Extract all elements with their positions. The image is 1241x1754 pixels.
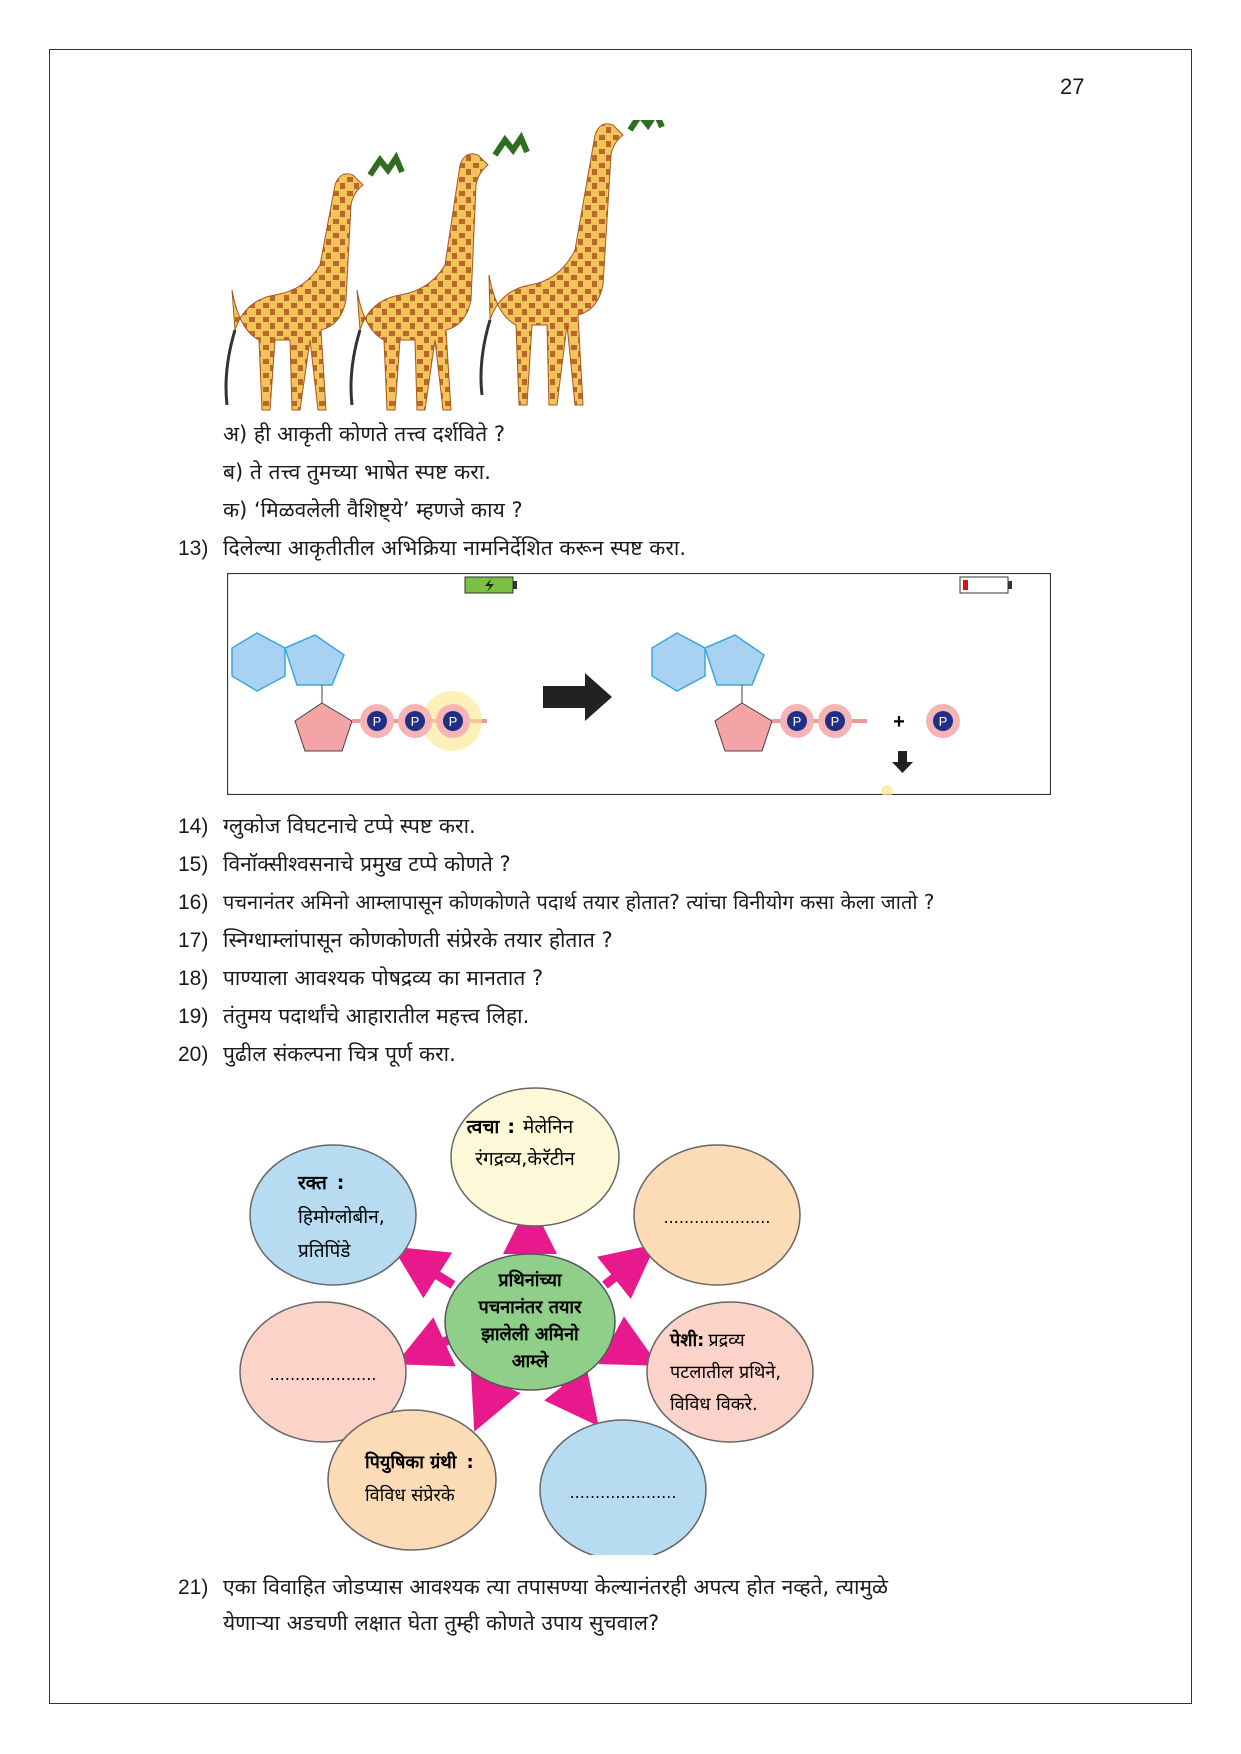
battery-low-icon — [959, 576, 1012, 594]
giraffe-question-c: क) ‘मिळवलेली वैशिष्ट्ये’ म्हणजे काय ? — [223, 498, 523, 522]
svg-text:P: P — [373, 714, 382, 729]
question-text-21: एका विवाहित जोडप्यास आवश्यक त्या तपासण्य… — [223, 1575, 889, 1599]
question-number-17: 17) — [178, 929, 209, 952]
svg-text:P: P — [793, 714, 802, 729]
concept-bubble-blank-left: ..................... — [239, 1301, 407, 1443]
giraffe-short — [224, 151, 405, 411]
giraffe-question-b: ब) ते तत्त्व तुमच्या भाषेत स्पष्ट करा. — [223, 460, 491, 484]
question-number-13: 13) — [178, 537, 209, 560]
question-text-15: विनॉक्सीश्वसनाचे प्रमुख टप्पे कोणते ? — [223, 852, 511, 876]
question-number-18: 18) — [178, 967, 209, 990]
svg-text:विविध संप्रेरके: विविध संप्रेरके — [365, 1484, 456, 1506]
giraffe-question-a: अ) ही आकृती कोणते तत्त्व दर्शविते ? — [223, 422, 506, 446]
giraffe-medium — [349, 131, 530, 411]
svg-text:पियुषिका ग्रंथी:: पियुषिका ग्रंथी: — [364, 1451, 474, 1474]
phosphate-group: P — [818, 704, 852, 738]
concept-bubble-pituitary: पियुषिका ग्रंथी: विविध संप्रेरके — [327, 1409, 497, 1551]
atp-hydrolysis-diagram: P P P P P + P — [227, 573, 1051, 795]
question-text-17: स्निग्धाम्लांपासून कोणकोणती संप्रेरके तय… — [223, 928, 613, 952]
question-number-15: 15) — [178, 853, 209, 876]
svg-text:प्रतिपिंडे: प्रतिपिंडे — [298, 1239, 351, 1262]
battery-full-icon — [464, 576, 517, 594]
atp-molecule: P P P — [231, 632, 487, 752]
svg-text:विविध विकरे.: विविध विकरे. — [670, 1393, 758, 1415]
svg-text:हिमोग्लोबीन,: हिमोग्लोबीन, — [298, 1205, 385, 1228]
reaction-arrow — [543, 673, 612, 721]
question-number-16: 16) — [178, 891, 209, 914]
concept-bubble-skin: त्वचा:मेलेनिन रंगद्रव्य,केरॅटीन — [450, 1087, 620, 1227]
svg-text:आम्ले: आम्ले — [512, 1350, 549, 1372]
adp-molecule: P P — [651, 632, 867, 752]
question-text-20: पुढील संकल्पना चित्र पूर्ण करा. — [223, 1042, 456, 1066]
free-phosphate: P — [926, 704, 960, 738]
concept-bubble-blood: रक्त: हिमोग्लोबीन, प्रतिपिंडे — [249, 1144, 417, 1286]
svg-text:.....................: ..................... — [664, 1208, 771, 1227]
question-text-13: दिलेल्या आकृतीतील अभिक्रिया नामनिर्देशित… — [223, 536, 687, 560]
concept-bubble-blank-bottom-right: ..................... — [539, 1419, 707, 1555]
energy-release-arrow — [881, 751, 913, 795]
concept-bubble-center: प्रथिनांच्या पचनानंतर तयार झालेली अमिनो … — [444, 1253, 616, 1391]
giraffe-illustration — [224, 120, 665, 411]
phosphate-group: P — [436, 704, 470, 738]
svg-text:.....................: ..................... — [270, 1365, 377, 1384]
question-number-21: 21) — [178, 1576, 209, 1599]
concept-bubble-blank-top-right: ..................... — [633, 1144, 801, 1286]
concept-bubble-cell: पेशी:प्रद्रव्य पटलातील प्रथिने, विविध वि… — [646, 1301, 814, 1443]
question-number-14: 14) — [178, 815, 209, 838]
svg-text:रक्त:: रक्त: — [297, 1172, 344, 1194]
svg-text:P: P — [939, 714, 948, 729]
svg-text:पेशी:प्रद्रव्य: पेशी:प्रद्रव्य — [669, 1329, 745, 1351]
phosphate-group: P — [780, 704, 814, 738]
plus-sign: + — [893, 711, 905, 733]
svg-text:प्रथिनांच्या: प्रथिनांच्या — [497, 1269, 563, 1291]
svg-text:P: P — [449, 714, 458, 729]
svg-text:P: P — [831, 714, 840, 729]
page-border — [49, 49, 1192, 1704]
svg-text:रंगद्रव्य,केरॅटीन: रंगद्रव्य,केरॅटीन — [475, 1147, 575, 1170]
question-text-16: पचनानंतर अमिनो आम्लापासून कोणकोणते पदार्… — [223, 890, 935, 914]
question-text-19: तंतुमय पदार्थांचे आहारातील महत्त्व लिहा. — [223, 1004, 530, 1028]
phosphate-group: P — [398, 704, 432, 738]
question-text-21-line2: येणाऱ्या अडचणी लक्षात घेता तुम्ही कोणते … — [223, 1611, 660, 1635]
concept-map: त्वचा:मेलेनिन रंगद्रव्य,केरॅटीन रक्त: हि… — [239, 1087, 814, 1555]
svg-text:त्वचा:मेलेनिन: त्वचा:मेलेनिन — [466, 1115, 574, 1138]
giraffe-tall — [479, 120, 665, 406]
svg-text:पचनानंतर तयार: पचनानंतर तयार — [478, 1297, 583, 1318]
question-text-18: पाण्याला आवश्यक पोषद्रव्य का मानतात ? — [223, 966, 544, 990]
svg-text:.....................: ..................... — [570, 1483, 677, 1502]
question-number-20: 20) — [178, 1043, 209, 1066]
question-number-19: 19) — [178, 1005, 209, 1028]
phosphate-group: P — [360, 704, 394, 738]
question-text-14: ग्लुकोज विघटनाचे टप्पे स्पष्ट करा. — [223, 814, 476, 838]
svg-text:झालेली अमिनो: झालेली अमिनो — [480, 1323, 580, 1345]
page-number: 27 — [1060, 74, 1085, 99]
svg-text:पटलातील प्रथिने,: पटलातील प्रथिने, — [670, 1361, 781, 1383]
svg-text:P: P — [411, 714, 420, 729]
